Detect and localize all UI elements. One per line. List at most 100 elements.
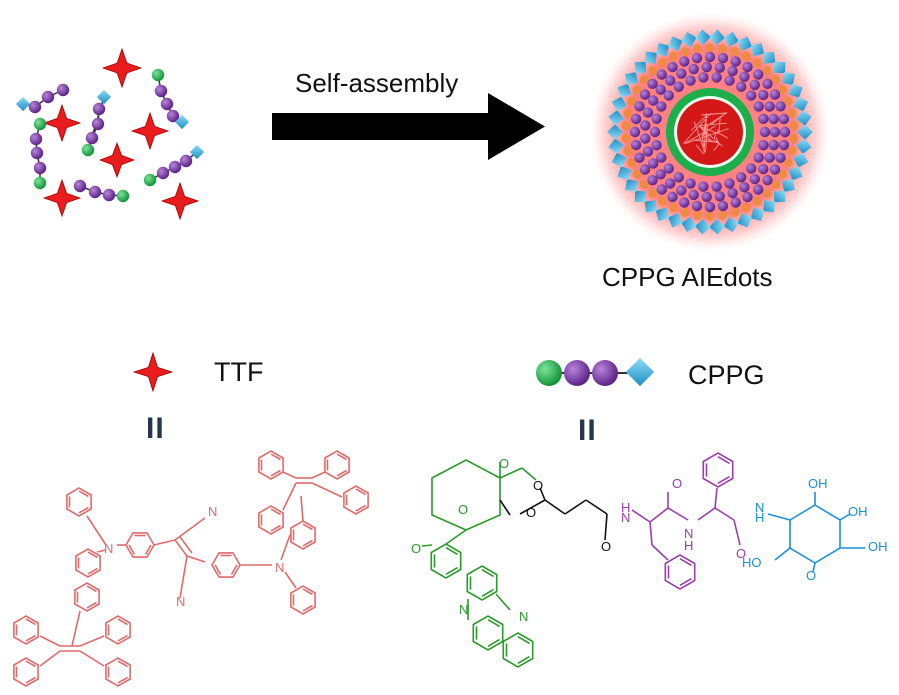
purple-bead (634, 101, 645, 112)
atom-oh: OH (808, 476, 828, 491)
benzene-ring (105, 615, 131, 645)
benzene-ring (324, 450, 350, 480)
ttf-core (677, 99, 743, 165)
green-bead (143, 173, 157, 187)
purple-bead (665, 75, 676, 86)
purple-bead (698, 181, 709, 192)
purple-bead (768, 113, 779, 125)
ttf-chemical-structure (13, 450, 369, 687)
purple-bead (727, 65, 738, 77)
purple-bead (730, 56, 741, 67)
purple-bead (736, 172, 747, 183)
purple-bead (753, 69, 764, 80)
double-bond (270, 508, 281, 516)
benzene-ring (74, 582, 100, 612)
linker-dot (705, 43, 715, 53)
linker-dot (771, 179, 781, 189)
bond (839, 513, 851, 521)
surface-diamond (617, 166, 632, 181)
surface-diamond (763, 200, 776, 213)
purple-bead (698, 72, 709, 83)
purple-bead (714, 62, 725, 73)
purple-bead (56, 83, 70, 97)
purple-bead (704, 51, 716, 63)
purple-bead (775, 101, 786, 112)
double-bond (25, 618, 36, 626)
bond (86, 515, 107, 546)
double-bond (355, 488, 366, 496)
bond (445, 529, 467, 545)
benzene-ring (258, 505, 284, 535)
double-bond (302, 588, 313, 596)
purple-bead (779, 126, 791, 138)
green-bead (151, 68, 165, 82)
bond (521, 467, 537, 481)
purple-bead (156, 166, 170, 180)
cppg-chain-legend-icon (536, 357, 655, 387)
ttf-star (98, 141, 136, 179)
linker-dot (648, 189, 658, 199)
core-texture (715, 137, 720, 146)
linker-dot (762, 65, 772, 75)
self-assembly-label: Self-assembly (295, 68, 459, 98)
purple-bead (769, 164, 781, 175)
core-texture (693, 121, 706, 153)
bond (631, 509, 651, 523)
atom-o: O (533, 478, 543, 493)
purple-bead (649, 126, 661, 138)
bond (697, 507, 716, 521)
purple-bead (758, 89, 769, 101)
surface-diamond (668, 36, 683, 51)
bond (280, 534, 291, 561)
surface-diamond (625, 179, 638, 192)
surface-diamond (788, 83, 803, 98)
purple-bead (742, 191, 753, 203)
purple-bead (753, 101, 764, 112)
purple-bead (655, 169, 666, 180)
benzene-ring (430, 543, 462, 579)
purple-bead (640, 133, 651, 144)
benzene-ring (664, 554, 696, 590)
core-texture (698, 122, 727, 127)
surface-diamond (695, 29, 711, 46)
atom-n: N (621, 510, 630, 525)
bond (499, 499, 511, 516)
benzene-ring (66, 487, 92, 517)
surface-diamond (681, 217, 697, 233)
purple-bead (762, 175, 773, 186)
bond (649, 521, 653, 546)
double-bond (717, 475, 730, 484)
double-bond (445, 547, 458, 556)
purple-bead (91, 117, 105, 131)
linker-dot (632, 169, 642, 179)
surface-diamond (668, 213, 683, 228)
bond (79, 635, 105, 647)
purple-bead (73, 179, 87, 193)
purple-bead (673, 172, 684, 183)
purple-bead (717, 200, 729, 212)
double-bond (302, 523, 313, 531)
surface-diamond (773, 61, 786, 74)
purple-bead (688, 63, 699, 75)
surface-diamond (750, 42, 765, 57)
linker-dot (783, 96, 793, 106)
purple-bead (778, 113, 790, 125)
purple-bead (724, 178, 735, 189)
purple-bead (724, 75, 735, 86)
linker-dot (693, 44, 702, 54)
purple-bead (41, 90, 55, 104)
bond (179, 555, 188, 599)
surface-diamond (709, 218, 725, 235)
linker-dot (771, 75, 781, 85)
benzene-ring (13, 615, 39, 645)
double-bond (445, 566, 458, 575)
linker-dot (632, 85, 642, 95)
purple-bead (30, 146, 44, 160)
purple-bead (762, 78, 773, 90)
bond (179, 536, 193, 554)
linker-dot (730, 207, 740, 217)
purple-bead (639, 89, 651, 100)
surface-diamond (611, 96, 627, 112)
linker-dot (658, 196, 668, 206)
